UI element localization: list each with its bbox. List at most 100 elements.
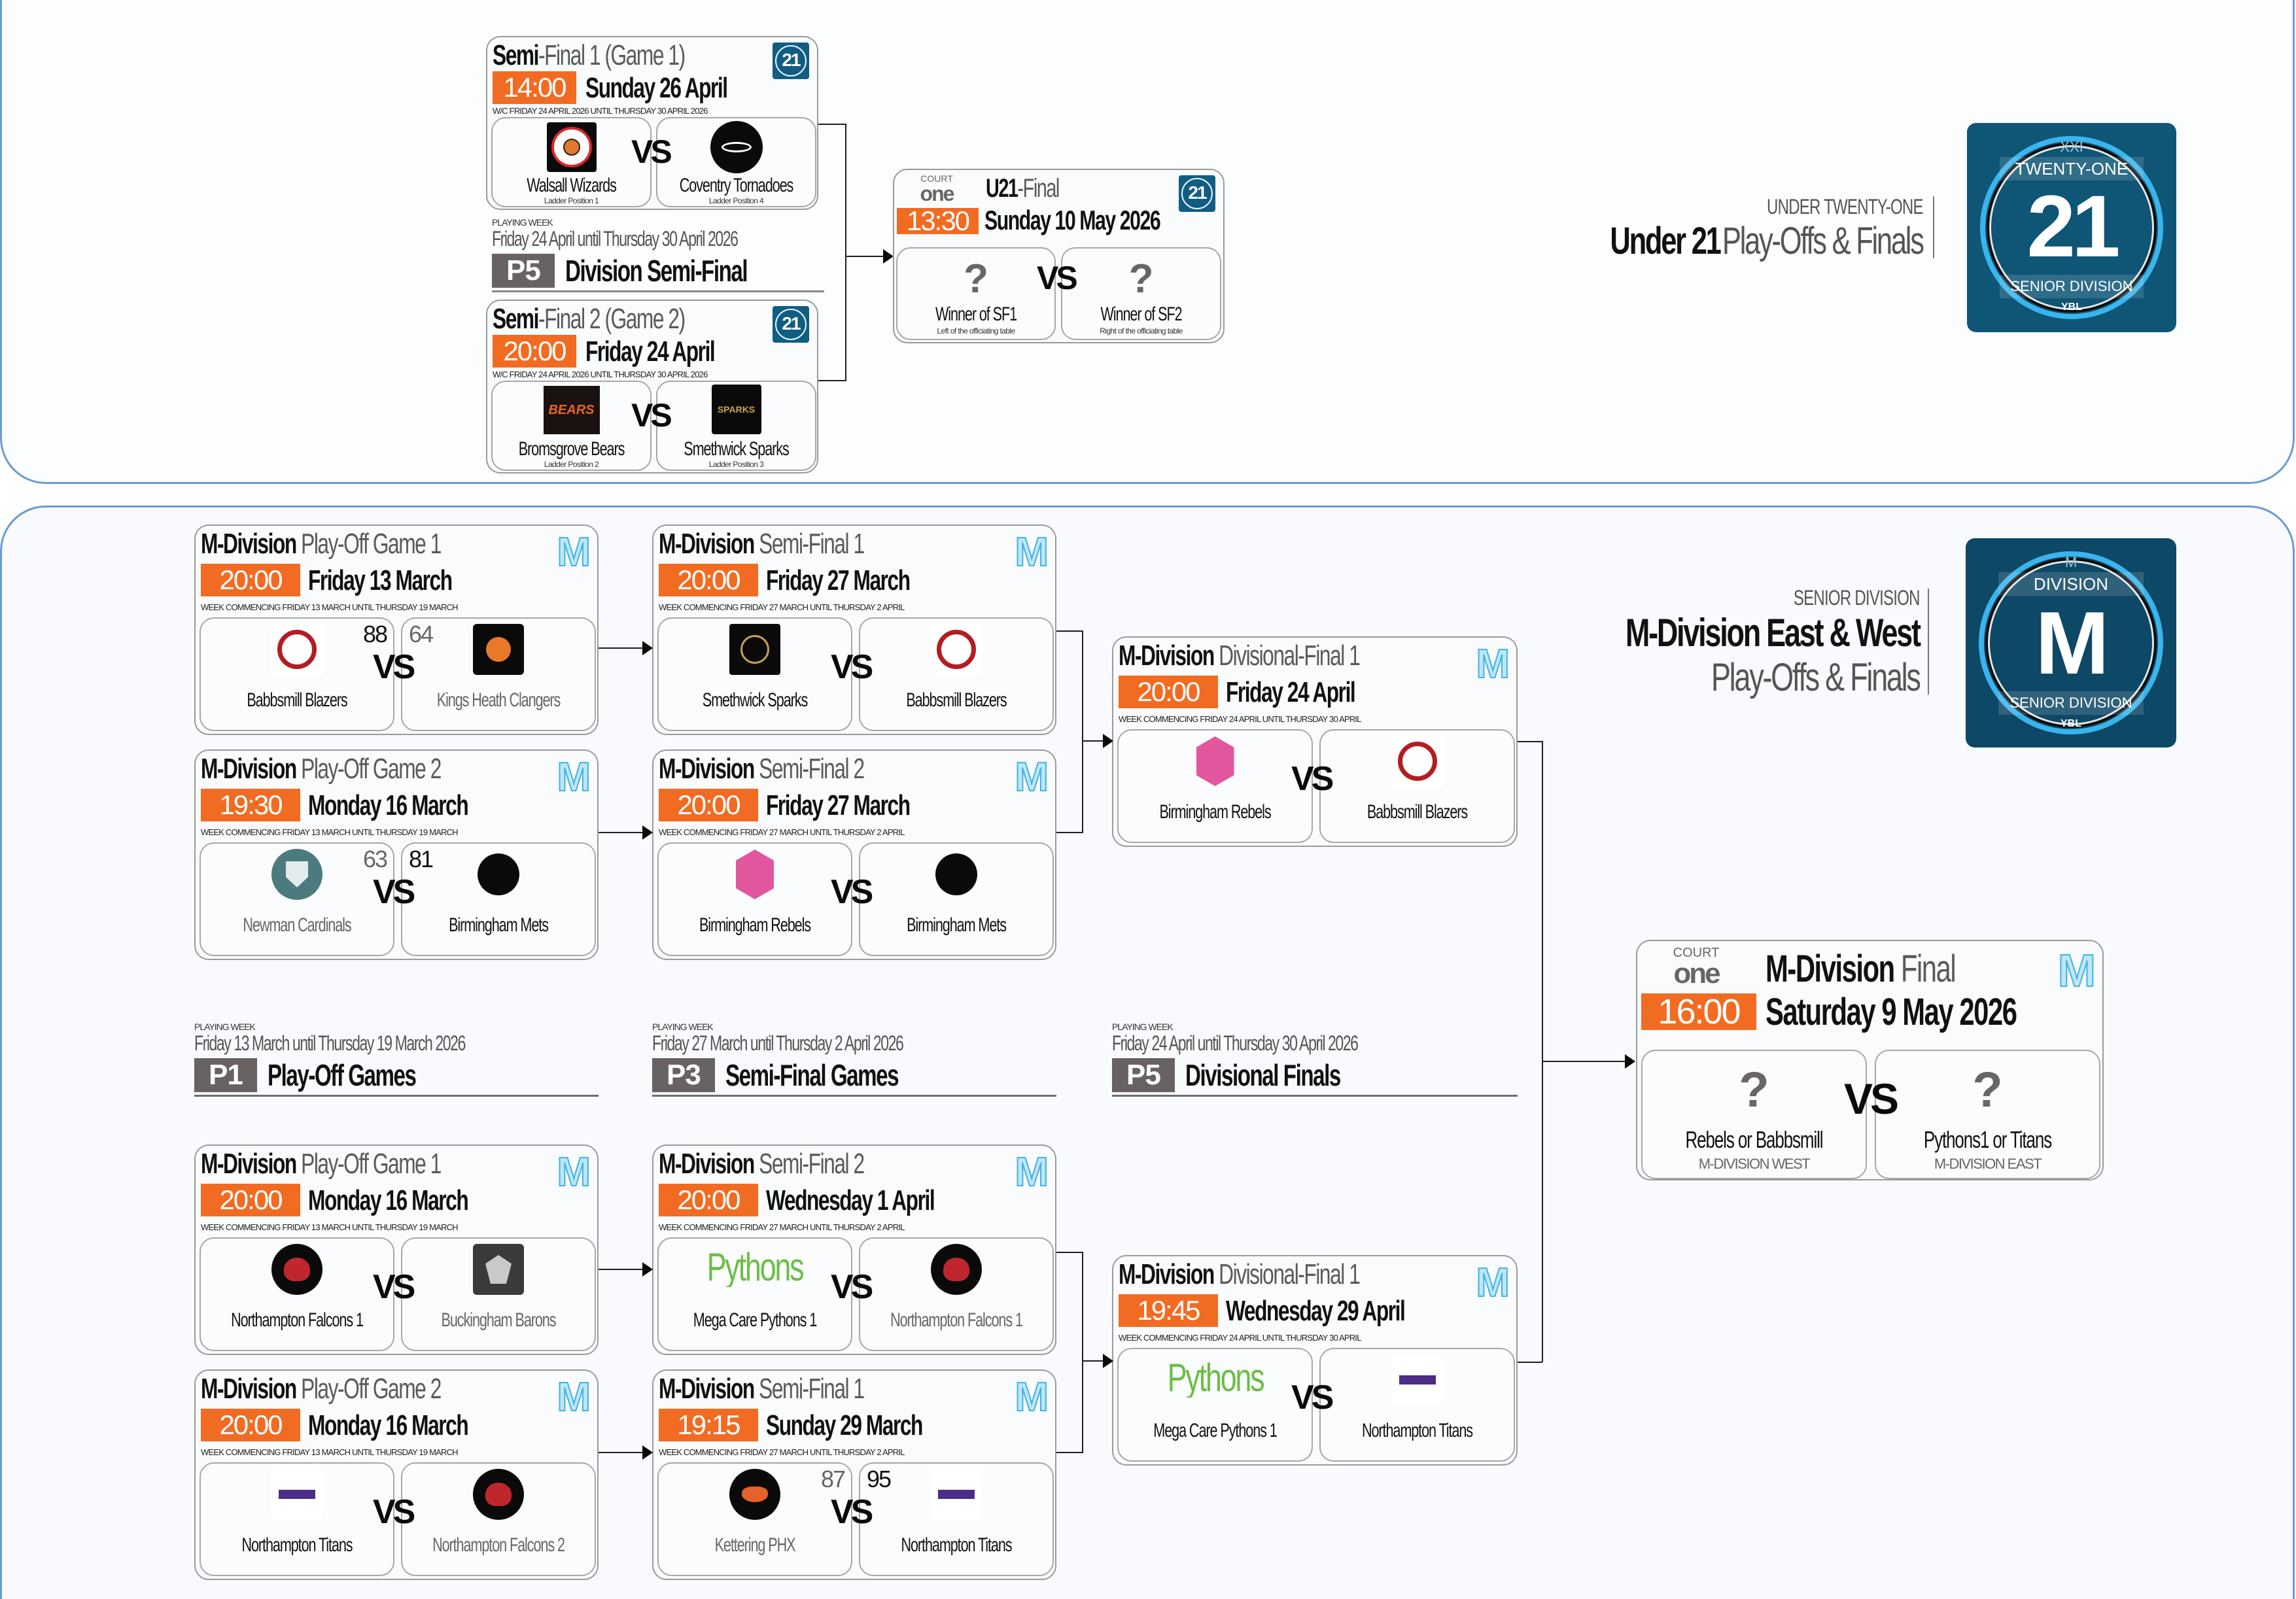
team-away[interactable]: ? Winner of SF2 Right of the officiating… [1061,247,1221,340]
match-date: Friday 27 March [766,789,911,821]
team-home[interactable]: Birmingham Rebels [657,842,852,956]
team-ladder-position: Ladder Position 1 [544,196,599,205]
team-name: Coventry Tornadoes [679,175,794,196]
vs-label: VS [373,1268,415,1306]
team-logo-icon [271,624,322,675]
team-away[interactable]: Northampton Falcons 2 [401,1462,596,1576]
u21-playing-week: PLAYING WEEK Friday 24 April until Thurs… [492,217,824,292]
team-home[interactable]: Northampton Falcons 1 [200,1237,394,1351]
team-logo-icon [729,624,780,675]
team-home[interactable]: Walsall Wizards Ladder Position 1 [491,117,652,207]
match-time: 20:00 [659,564,758,596]
team-away[interactable]: Babbsmill Blazers [859,617,1054,731]
team-away[interactable]: Northampton Titans [1319,1348,1515,1462]
vs-label: VS [373,1493,415,1531]
team-name: Newman Cardinals [243,914,351,936]
team-home[interactable]: Northampton Titans [200,1462,394,1576]
match-title: M-Division Final [1765,948,1957,990]
match-title: M-Division Play-Off Game 1 [201,1148,442,1180]
team-ladder-position: Ladder Position 4 [708,196,764,205]
match-title: M-Division Semi-Final 1 [659,1373,865,1405]
u21-semifinal-1-card[interactable]: Semi-Final 1 (Game 1) 21 14:00 Sunday 26… [486,36,818,210]
u21-header: UNDER TWENTY-ONE Under 21 Play-Offs & Fi… [1506,196,1925,260]
team-name: Kettering PHX [714,1534,796,1556]
team-away[interactable]: Coventry Tornadoes Ladder Position 4 [656,117,816,207]
bracket-line [599,1269,652,1270]
u21-semifinal-2-card[interactable]: Semi-Final 2 (Game 2) 21 20:00 Friday 24… [486,300,818,473]
team-away[interactable]: SPARKS Smethwick Sparks Ladder Position … [656,381,816,471]
arrow-icon [642,641,653,655]
team-name: Birmingham Rebels [1159,801,1271,823]
team-away[interactable]: Babbsmill Blazers [1319,729,1515,843]
team-home[interactable]: Smethwick Sparks [657,617,852,731]
team-logo-icon [1391,736,1443,787]
playing-week-title: Semi-Final Games [725,1057,899,1092]
vs-label: VS [631,133,672,170]
team-name: Birmingham Rebels [699,914,811,936]
vs-label: VS [373,648,415,686]
match-week: WEEK COMMENCING FRIDAY 13 MARCH UNTIL TH… [201,602,459,612]
bracket-line [1056,1452,1083,1453]
match-date: Monday 16 March [308,1409,469,1441]
team-away[interactable]: Northampton Falcons 1 [859,1237,1054,1351]
team-home[interactable]: BEARS Bromsgrove Bears Ladder Position 2 [491,381,652,471]
team-logo-icon [931,624,982,675]
team-home[interactable]: ? Rebels or Babbsmill M-DIVISION WEST [1641,1050,1867,1179]
u21-final-card[interactable]: COURT one U21-Final 21 13:30 Sunday 10 M… [893,169,1225,343]
bracket-line [1056,1252,1083,1253]
playing-week-code: P3 [652,1057,715,1092]
team-ladder-position: Ladder Position 2 [544,460,599,469]
match-title: M-Division Divisional-Final 1 [1119,640,1361,672]
header-divider [1933,196,1934,258]
court-value: one [920,182,955,205]
team-home[interactable]: ? Winner of SF1 Left of the officiating … [896,247,1056,340]
match-time: 20:00 [493,335,576,368]
m-title-bold: M-Division East & West [1626,611,1921,655]
team-name: Rebels or Babbsmill [1685,1126,1824,1153]
team-away[interactable]: Buckingham Barons [401,1237,596,1351]
arrow-icon [883,249,894,264]
team-home[interactable]: Birmingham Rebels [1117,729,1313,843]
m-division-badge-icon: M [1014,1375,1049,1420]
team-logo-icon [931,849,982,900]
team-logo-icon [473,1244,524,1295]
match-title: Semi-Final 1 (Game 1) [493,39,686,71]
vs-label: VS [1291,760,1334,798]
team-logo-icon [1391,1354,1443,1405]
team-logo-icon [271,849,322,900]
m-division-badge-icon: M [1014,755,1049,800]
m-division-badge-icon: M [2057,945,2096,996]
team-logo-icon [473,1469,524,1520]
m-division-final-card[interactable]: COURT one M-Division Final M 16:00 Satur… [1636,940,2104,1180]
bracket-line [1542,741,1543,1362]
bracket-line [1082,1360,1112,1362]
match-date: Sunday 26 April [585,72,728,104]
vs-label: VS [1291,1379,1334,1417]
match-time: 20:00 [201,564,300,596]
team-name: Babbsmill Blazers [247,689,347,711]
match-week: WEEK COMMENCING FRIDAY 27 MARCH UNTIL TH… [659,1447,905,1457]
team-away[interactable]: ? Pythons1 or Titans M-DIVISION EAST [1875,1050,2100,1179]
bracket-line [1082,740,1112,742]
team-away[interactable]: Birmingham Mets [859,842,1054,956]
coventry-tornadoes-logo-icon [710,121,763,173]
bracket-line [599,1452,652,1453]
